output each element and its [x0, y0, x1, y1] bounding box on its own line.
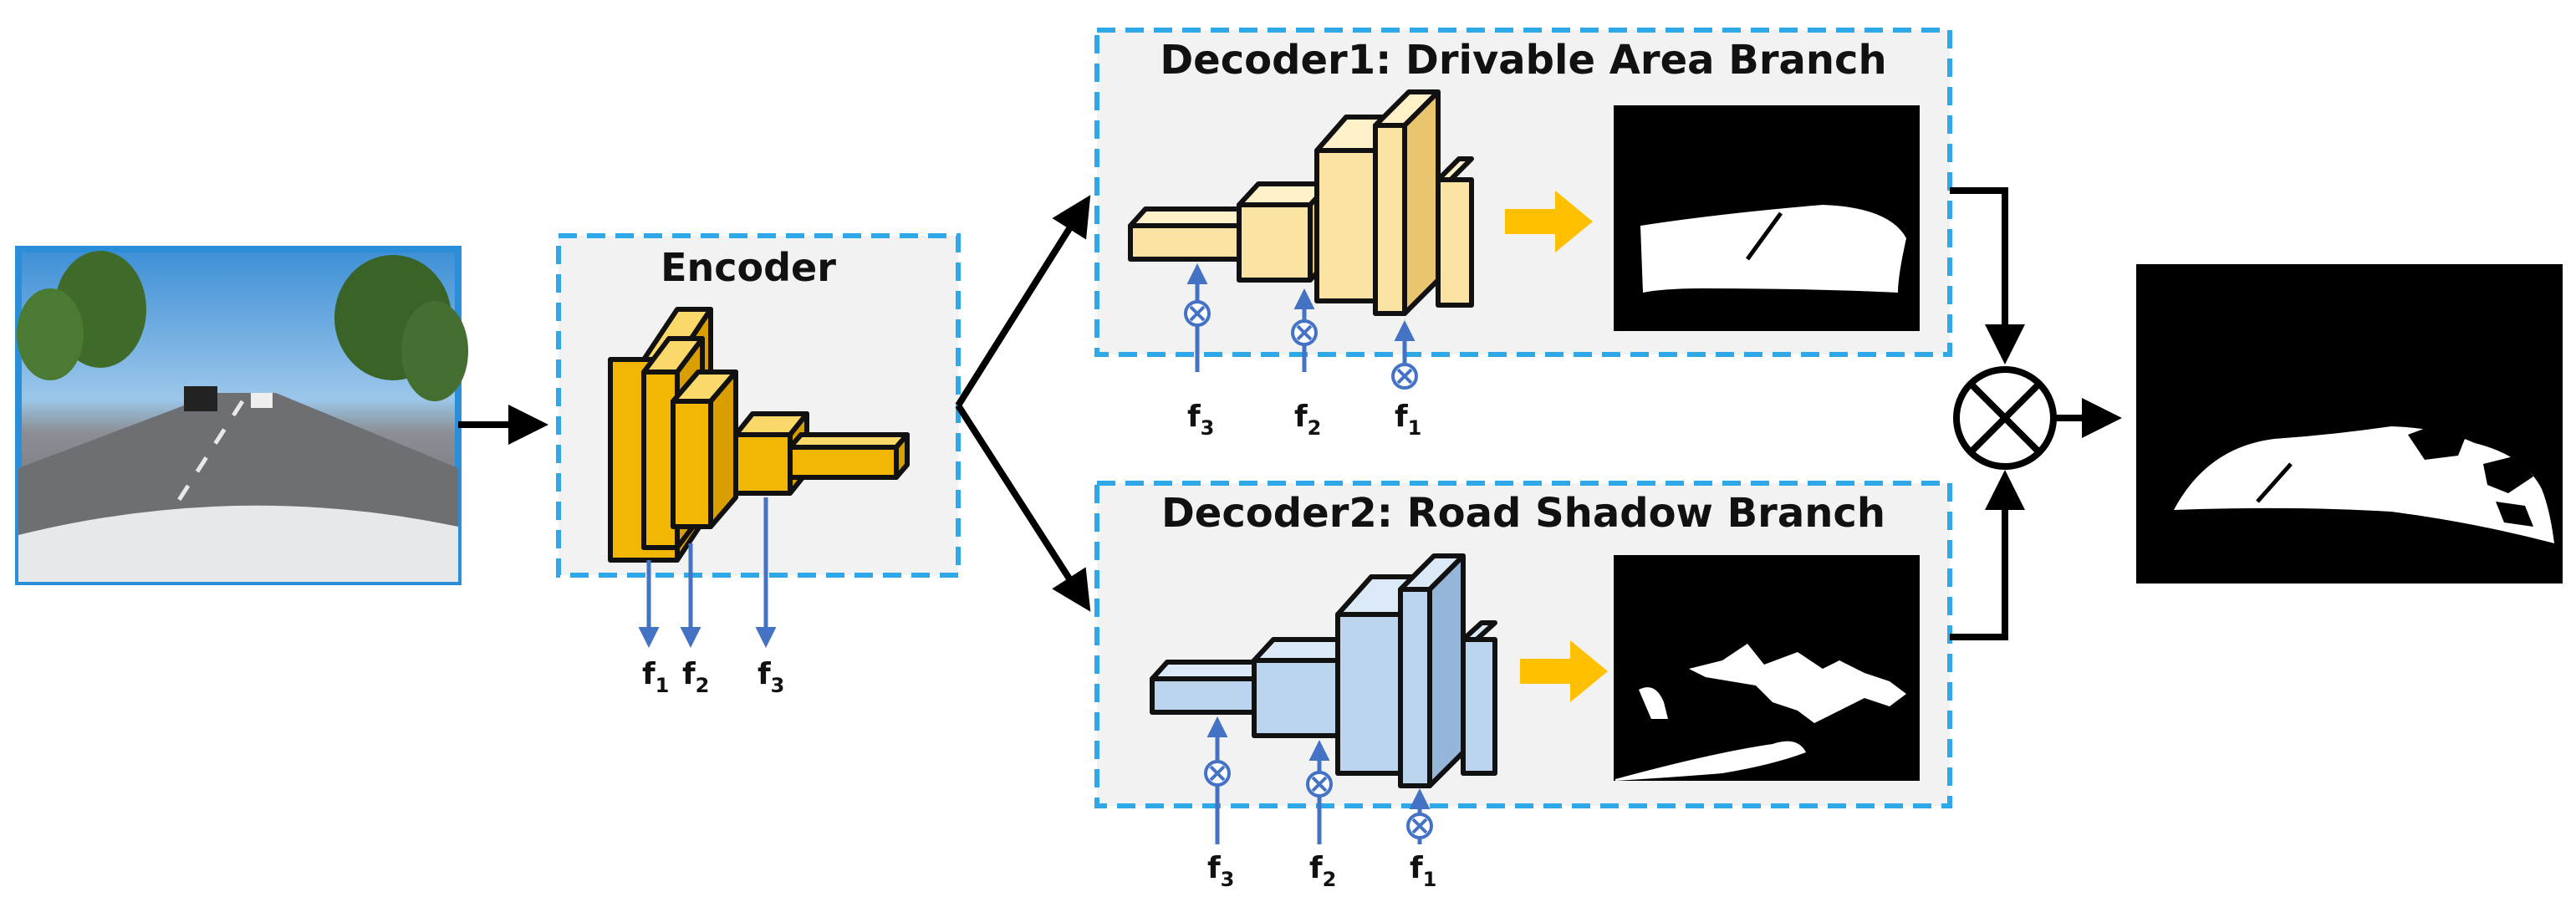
- decoder2-feature-inputs: [1204, 716, 1433, 844]
- fusion-multiply-circle-icon: [1953, 366, 2057, 470]
- decoder2-title: Decoder2: Road Shadow Branch: [1161, 490, 1885, 537]
- input-road-image: [15, 246, 468, 585]
- svg-text:f1: f1: [1410, 851, 1436, 891]
- multiply-circle-icon: [1291, 319, 1318, 346]
- fusion-connectors: [1950, 187, 2025, 640]
- final-output-mask: [2136, 264, 2563, 584]
- multiply-circle-icon: [1306, 771, 1333, 798]
- svg-text:f1: f1: [642, 657, 669, 697]
- decoder2-feature-labels: f3 f2 f1: [1207, 851, 1436, 891]
- encoder-feature-labels: f1 f2 f3: [642, 657, 784, 697]
- multiply-circle-icon: [1391, 363, 1418, 390]
- svg-text:f3: f3: [1207, 851, 1234, 891]
- split-arrows: [955, 195, 1091, 612]
- decoder2-blocks: [1150, 553, 1497, 788]
- decoder1-feature-inputs: [1184, 263, 1418, 390]
- multiply-circle-icon: [1406, 813, 1433, 839]
- decoder2-orange-arrow: [1520, 640, 1608, 702]
- encoder-feature-arrows: [638, 497, 777, 648]
- multiply-circle-icon: [1204, 760, 1231, 787]
- svg-text:f2: f2: [682, 657, 709, 697]
- decoder1-blocks: [1128, 89, 1474, 316]
- svg-text:f3: f3: [757, 657, 784, 697]
- decoder2-output-mask: [1614, 555, 1920, 781]
- svg-text:f2: f2: [1294, 400, 1321, 440]
- decoder1-orange-arrow: [1505, 191, 1593, 252]
- encoder-title: Encoder: [661, 245, 836, 290]
- decoder1-output-mask: [1614, 105, 1920, 331]
- encoder-blocks: [608, 307, 910, 563]
- decoder1-title: Decoder1: Drivable Area Branch: [1160, 37, 1886, 84]
- svg-text:f2: f2: [1309, 851, 1336, 891]
- decoder1-feature-labels: f3 f2 f1: [1187, 400, 1421, 440]
- multiply-circle-icon: [1184, 300, 1211, 327]
- svg-text:f3: f3: [1187, 400, 1214, 440]
- svg-text:f1: f1: [1395, 400, 1421, 440]
